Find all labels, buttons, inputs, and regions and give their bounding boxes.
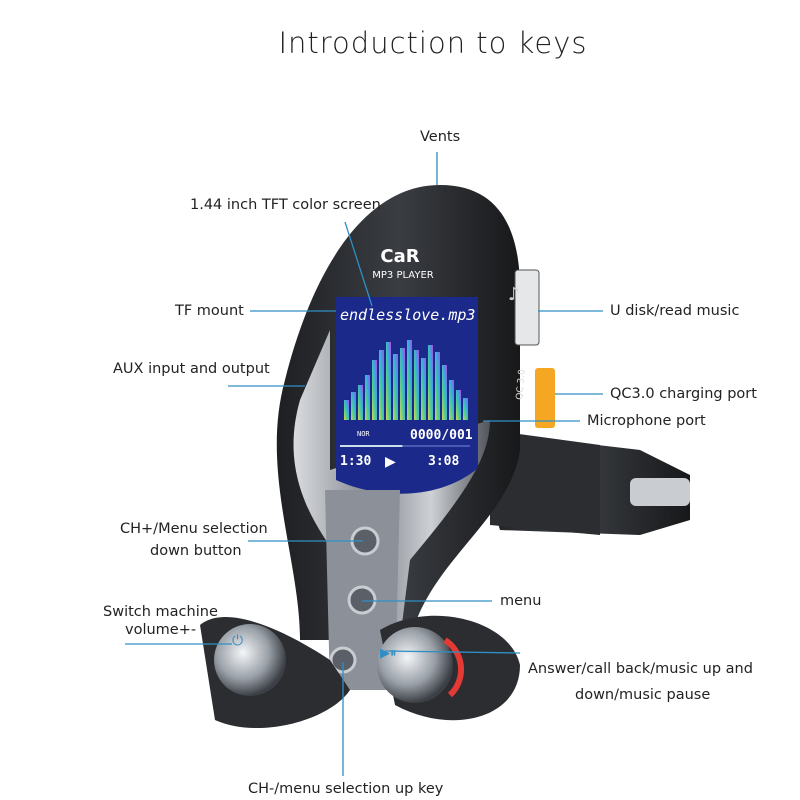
label-ch-plus-1: CH+/Menu selection xyxy=(120,521,268,537)
brand-logo: CaR xyxy=(380,246,419,267)
menu-button xyxy=(347,585,377,615)
eq-bar xyxy=(386,342,391,420)
label-ch-minus: CH-/menu selection up key xyxy=(248,781,444,797)
eq-bar xyxy=(365,375,370,420)
eq-bar xyxy=(428,345,433,420)
eq-bar xyxy=(393,354,398,420)
eq-bar xyxy=(358,385,363,420)
eq-bar xyxy=(344,400,349,420)
power-volume-knob xyxy=(214,624,286,696)
eq-bar xyxy=(449,380,454,420)
label-screen: 1.44 inch TFT color screen xyxy=(190,197,381,213)
eq-bar xyxy=(421,358,426,420)
answer-knob xyxy=(377,627,453,703)
screen-total: 3:08 xyxy=(428,454,459,469)
eq-bar xyxy=(435,352,440,420)
page-title: Introduction to keys xyxy=(278,26,588,60)
label-switch-1: Switch machine xyxy=(103,604,218,620)
play-icon: ▶ xyxy=(385,454,396,470)
label-vents: Vents xyxy=(420,129,461,145)
label-ch-plus-2: down button xyxy=(150,543,242,559)
qc-port xyxy=(535,368,555,428)
label-answer-1: Answer/call back/music up and xyxy=(528,661,753,677)
screen-track: 0000/001 xyxy=(410,428,473,443)
eq-bar xyxy=(414,350,419,420)
label-tf-mount: TF mount xyxy=(175,303,244,319)
eq-bar xyxy=(442,365,447,420)
label-answer-2: down/music pause xyxy=(575,687,711,703)
label-aux: AUX input and output xyxy=(113,361,270,377)
label-mic-port: Microphone port xyxy=(587,413,706,429)
label-qc-port: QC3.0 charging port xyxy=(610,386,757,402)
eq-bar xyxy=(351,392,356,420)
label-menu: menu xyxy=(500,593,542,609)
eq-bar xyxy=(372,360,377,420)
eq-bar xyxy=(400,348,405,420)
qc-marking: QC 3.0 xyxy=(515,369,528,401)
music-note-icon: ♪ xyxy=(508,284,520,305)
screen-elapsed: 1:30 xyxy=(340,454,371,469)
leader-lines xyxy=(125,152,603,776)
eq-bar xyxy=(456,390,461,420)
screen-filename: endlesslove.mp3 xyxy=(340,306,475,324)
eq-bar xyxy=(463,398,468,420)
screen-mode: NOR xyxy=(357,430,370,438)
label-switch-2: volume+- xyxy=(125,622,197,638)
plug-contact xyxy=(630,478,690,506)
play-pause-icon: ▶⏸ xyxy=(380,646,397,661)
usb-port xyxy=(514,269,540,346)
brand-subtitle: MP3 PLAYER xyxy=(372,270,434,281)
equalizer xyxy=(344,340,468,420)
eq-bar xyxy=(379,350,384,420)
power-icon: ⏻ xyxy=(232,633,243,649)
eq-bar xyxy=(407,340,412,420)
label-u-disk: U disk/read music xyxy=(610,303,740,319)
